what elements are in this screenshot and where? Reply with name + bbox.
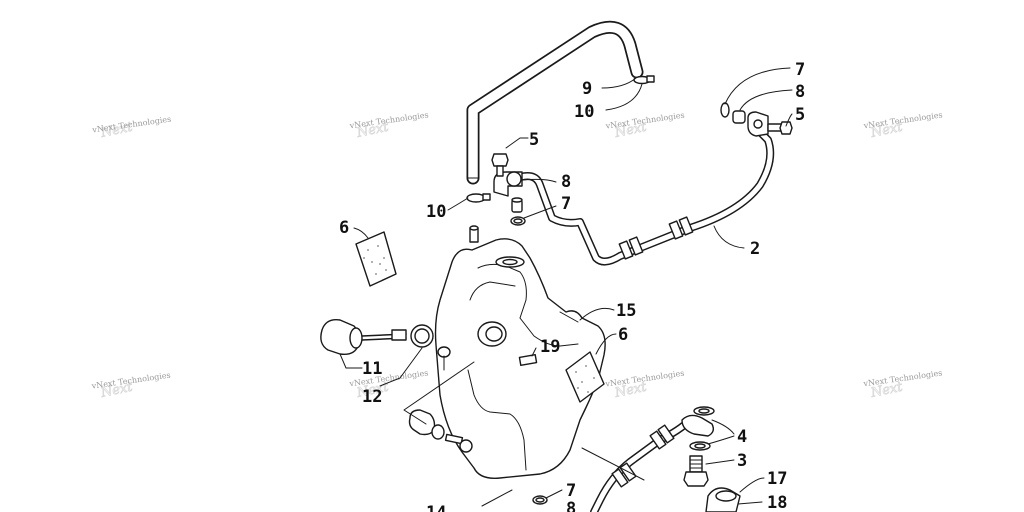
callout-label: 14 <box>426 503 446 512</box>
vent-tube <box>466 20 644 185</box>
callout-label: 10 <box>574 102 594 122</box>
spacer <box>511 197 523 213</box>
hose-clamp <box>466 193 491 203</box>
o-ring <box>720 102 730 118</box>
callout-label: 4 <box>737 427 747 447</box>
fuel-hose-upper <box>508 120 775 266</box>
svg-text:Next: Next <box>99 120 135 142</box>
callout-label: 6 <box>618 325 628 345</box>
callout-leaders <box>353 67 793 505</box>
mount-bolt <box>444 433 473 453</box>
fuel-tank <box>434 225 606 479</box>
callout-label: 8 <box>566 499 576 512</box>
watermark-text: vNext Technologies <box>348 368 429 388</box>
callout-label: 7 <box>795 60 805 80</box>
callout-label: 17 <box>767 469 787 489</box>
callout-label: 10 <box>426 202 446 222</box>
callout-label: 9 <box>582 79 592 99</box>
svg-text:Next: Next <box>613 380 649 402</box>
svg-text:Next: Next <box>355 120 391 142</box>
sealing-washer <box>693 406 715 416</box>
spacer <box>732 110 746 124</box>
callout-label: 12 <box>362 387 382 407</box>
callout-label: 7 <box>566 481 576 501</box>
callout-label: 7 <box>561 194 571 214</box>
bolt <box>491 153 509 177</box>
fuel-hose-lower <box>590 416 694 512</box>
watermark-logo: Next vNext Technologies <box>90 371 171 402</box>
callout-label: 3 <box>737 451 747 471</box>
watermark-logo: Next vNext Technologies <box>862 110 943 141</box>
watermark-logo: Next vNext Technologies <box>604 369 685 402</box>
watermark-logo: Next vNext Technologies <box>862 368 943 401</box>
hose-clamp <box>633 75 655 85</box>
watermark-text: vNext Technologies <box>862 368 943 388</box>
callout-label: 19 <box>540 337 560 357</box>
callout-label: 5 <box>795 105 805 125</box>
callout-label: 8 <box>795 82 805 102</box>
fuel-valve <box>705 487 741 512</box>
banjo-fitting <box>681 414 715 437</box>
rubber-grommet <box>408 409 445 440</box>
leader-lines <box>481 447 645 507</box>
decal <box>565 351 605 403</box>
svg-text:Next: Next <box>613 120 649 142</box>
callout-label: 5 <box>529 130 539 150</box>
callout-label: 2 <box>750 239 760 259</box>
watermark-text: vNext Technologies <box>348 110 429 130</box>
watermark-logo: Next vNext Technologies <box>348 110 429 141</box>
callout-label: 8 <box>561 172 571 192</box>
callout-label: 18 <box>767 493 787 512</box>
watermark-logo: Next vNext Technologies <box>91 115 172 142</box>
watermark-logo: Next vNext Technologies <box>348 368 429 401</box>
leader-lines <box>339 347 475 425</box>
callout-labels: 9 10 7 8 5 5 8 7 10 6 2 15 6 19 11 12 4 … <box>339 60 805 512</box>
watermark-logo: Next vNext Technologies <box>604 111 685 142</box>
svg-text:Next: Next <box>99 380 135 402</box>
decal <box>355 231 397 287</box>
o-ring <box>532 495 548 505</box>
banjo-bolt <box>683 455 709 487</box>
cap-gasket <box>410 324 434 348</box>
fuel-cap <box>320 319 407 356</box>
sealing-washer <box>689 441 711 451</box>
callout-label: 6 <box>339 218 349 238</box>
banjo-fitting <box>747 111 769 137</box>
o-ring <box>510 216 526 226</box>
callout-label: 15 <box>616 301 636 321</box>
callout-label: 11 <box>362 359 382 379</box>
bolt <box>767 121 793 135</box>
svg-text:Next: Next <box>869 380 905 402</box>
watermark-text: vNext Technologies <box>862 110 943 130</box>
svg-text:Next: Next <box>869 120 905 142</box>
